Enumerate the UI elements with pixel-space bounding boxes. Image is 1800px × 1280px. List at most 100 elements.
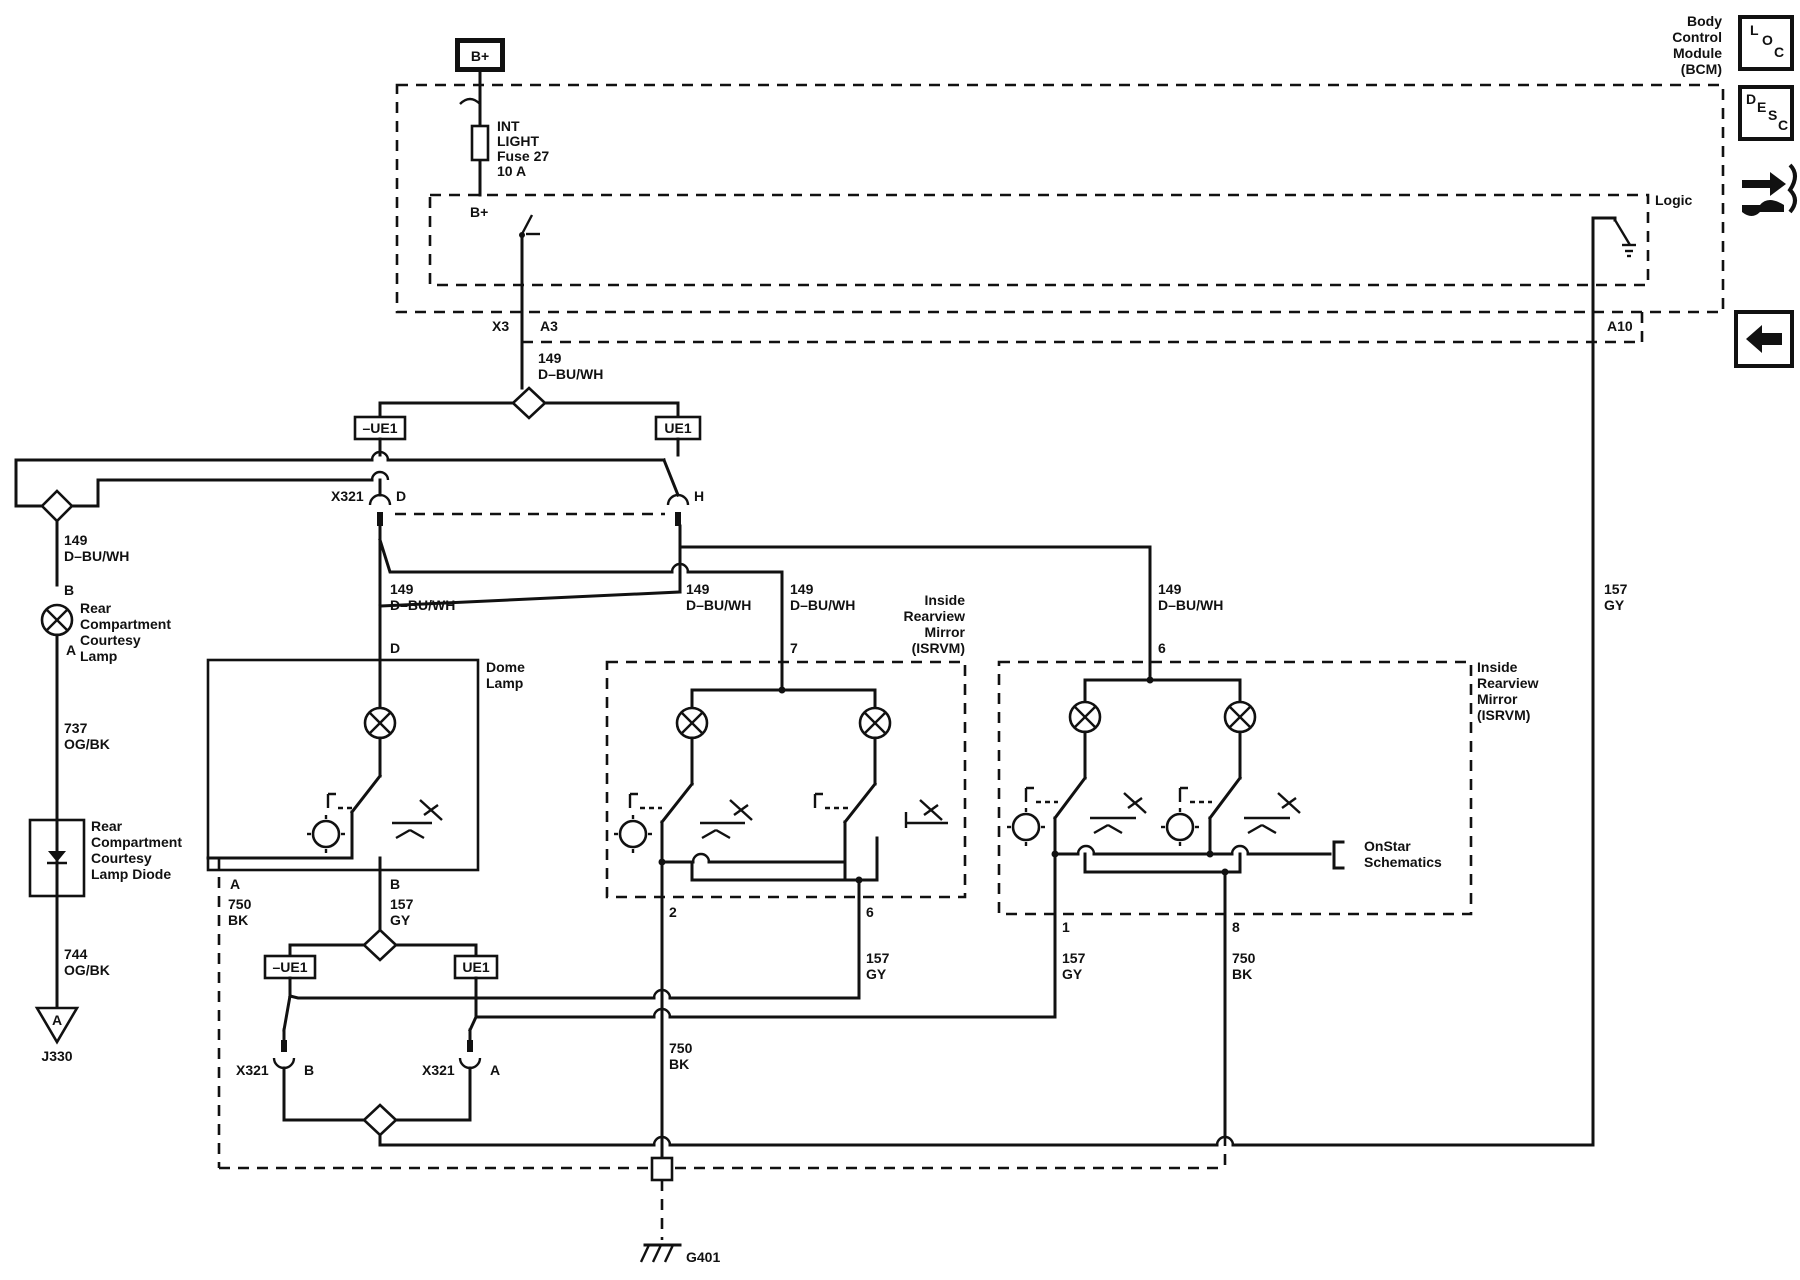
description-icon[interactable]: D E S C [1738,85,1794,141]
fuse-label-1: INT [497,118,520,134]
splice-rear [40,489,74,523]
x321-top-label: X321 [331,488,364,504]
internal-bplus-label: B+ [470,204,488,220]
rear-lamp-name-4: Lamp [80,648,117,664]
x321-b-label: X321 [236,1062,269,1078]
dome-pin-b: B [390,876,400,892]
mirror2-pin-1: 1 [1062,919,1070,935]
bplus-label: B+ [471,48,489,64]
option-ue1-top-label: UE1 [664,420,691,436]
wire-157-dome-label: 157 [390,896,414,912]
rear-lamp-pin-a: A [66,642,76,658]
circuit-149-feed: 149 D–BU/WH –UE1 UE1 [353,283,702,457]
x321-h-connector [666,493,690,506]
wire-157-mirror2-label: 157 [1062,950,1086,966]
desc-icon-e: E [1757,99,1766,115]
mirror1-name-1: Inside [925,592,966,608]
wire-149-dome-color: D–BU/WH [390,597,455,613]
wire-149-mirror2-color: D–BU/WH [1158,597,1223,613]
wire-744-label: 744 [64,946,88,962]
x321-d-connector [368,493,392,506]
mirror2-switch-left-contact [1024,786,1034,802]
wire-750-ground-color: BK [669,1056,689,1072]
ground-circuit: 750 BK G401 [217,858,1227,1265]
wire-149-mirror2-label: 149 [1158,581,1182,597]
desc-icon-d: D [1746,91,1756,107]
output-driver-switch [520,214,534,235]
fuse-icon [470,124,490,162]
wire-149-mid-color: D–BU/WH [686,597,751,613]
rear-lamp-name-1: Rear [80,600,112,616]
rear-lamp-diode: Rear Compartment Courtesy Lamp Diode 744… [28,818,182,1064]
rear-lamp-pin-b: B [64,582,74,598]
mirror1-name-4: (ISRVM) [912,640,965,656]
wire-157-mirror2-color: GY [1062,966,1083,982]
body-control-module: Body Control Module (BCM) Logic X3 A3 A1… [395,13,1725,344]
wire-149-dome-label: 149 [390,581,414,597]
splice-top [511,386,547,420]
wire-750-dome-color: BK [228,912,248,928]
rear-lamp-name-2: Compartment [80,616,171,632]
bcm-name-line3: Module [1673,45,1722,61]
j330-label[interactable]: J330 [41,1048,72,1064]
fuse-label-3: Fuse 27 [497,148,549,164]
wire-157-dome-color: GY [390,912,411,928]
mirror2-name-2: Rearview [1477,675,1539,691]
mirror1-switch-right-contact [813,792,823,808]
mirror2-on-icon-right [1165,812,1195,842]
connector-icon[interactable] [1742,163,1797,216]
rear-compartment-lamp: B Rear Compartment Courtesy Lamp A 737 O… [40,582,171,822]
mirror1-name-3: Mirror [925,624,966,640]
inside-rearview-mirror-1: 7 Inside Rearview Mirror (ISRVM) [605,592,967,1145]
j330-offpage-icon[interactable] [34,1006,80,1045]
diode-name-2: Compartment [91,834,182,850]
back-arrow-icon[interactable] [1734,310,1794,368]
fuse-label-2: LIGHT [497,133,539,149]
mirror1-pin-7: 7 [790,640,798,656]
wire-149-mid-label: 149 [686,581,710,597]
option-ue1-bottom-label: UE1 [462,959,489,975]
dome-switch-contact [326,792,336,808]
wire-750-mirror2-label: 750 [1232,950,1256,966]
mirror1-pin-2: 2 [669,904,677,920]
desc-icon-s: S [1768,107,1777,123]
x321-a-label: X321 [422,1062,455,1078]
wire-149-color: D–BU/WH [538,366,603,382]
bplus-box-inner [460,43,500,67]
onstar-label-2[interactable]: Schematics [1364,854,1442,870]
mirror1-on-icon [618,819,648,849]
dome-name-1: Dome [486,659,525,675]
mirror2-name-3: Mirror [1477,691,1518,707]
wire-157-mirror1-color: GY [866,966,887,982]
loc-icon-c: C [1774,44,1784,60]
ground-icon [639,1243,682,1263]
wire-737-color: OG/BK [64,736,110,752]
diode-name-1: Rear [91,818,123,834]
wire-737-label: 737 [64,720,88,736]
diode-name-4: Lamp Diode [91,866,171,882]
wire-149-label: 149 [538,350,562,366]
location-icon[interactable]: L O C [1738,15,1794,71]
wire-750-ground-label: 750 [669,1040,693,1056]
dome-pin-d: D [390,640,400,656]
wire-149-mirror1-color: D–BU/WH [790,597,855,613]
lower-gy-distribution: –UE1 UE1 X321 B X321 A [236,216,1628,1147]
mirror2-switch-right-contact [1178,786,1188,802]
option-without-ue1-bottom-label: –UE1 [272,959,307,975]
rear-feed-loop: 149 D–BU/WH [14,450,680,587]
x321-pin-b: B [304,1062,314,1078]
mirror1-boundary [605,660,967,899]
mirror2-pin-8: 8 [1232,919,1240,935]
x3-connector-label: X3 [492,318,509,334]
pin-a3-label: A3 [540,318,558,334]
splice-gy [362,928,398,962]
inside-rearview-mirror-2: 6 Inside Rearview Mirror (ISRVM) [997,640,1539,1137]
bcm-name-line1: Body [1687,13,1722,29]
wire-149-rear-color: D–BU/WH [64,548,129,564]
wire-750-dome-label: 750 [228,896,252,912]
rear-lamp-name-3: Courtesy [80,632,141,648]
onstar-label-1[interactable]: OnStar [1364,838,1411,854]
mirror2-pin-6: 6 [1158,640,1166,656]
logic-input-switch [1613,216,1636,258]
